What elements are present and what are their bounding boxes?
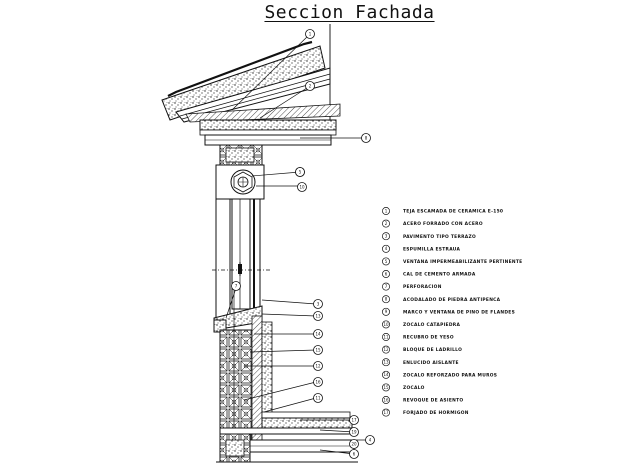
- lintel: [215, 144, 265, 200]
- callout-number: 12: [315, 364, 321, 369]
- legend-text: CAL DE CEMENTO ARMADA: [403, 272, 476, 278]
- callout-number: 15: [315, 348, 321, 353]
- legend-item: 16 REVOQUE DE ASIENTO: [382, 396, 463, 404]
- legend-item: 15 ZOCALO: [382, 383, 425, 392]
- legend-text: ZOCALO REFORZADO PARA MUROS: [403, 372, 497, 378]
- drawing-title: Seccion Fachada: [0, 2, 627, 23]
- callout-number: 17: [351, 418, 357, 423]
- legend-item: 7 PERFORACION: [382, 282, 442, 291]
- legend-text: ZOCALO CATAPIEDRA: [403, 322, 460, 328]
- callout-bubble: 11: [313, 393, 323, 403]
- legend-text: ENLUCIDO AISLANTE: [403, 360, 459, 366]
- legend-text: TEJA ESCAMADA DE CERAMICA E-150: [403, 209, 503, 215]
- legend-text: ESPUMILLA ESTRAUA: [403, 246, 460, 252]
- callout-bubble: 7: [231, 281, 241, 291]
- callout-bubble: 8: [361, 133, 371, 143]
- legend-text: BLOQUE DE LADRILLO: [403, 347, 462, 353]
- callout-number: 13: [315, 314, 321, 319]
- legend-text: ZOCALO: [403, 385, 425, 391]
- callout-number: 5: [299, 170, 302, 175]
- legend-number: 2: [385, 221, 388, 226]
- legend-number: 12: [383, 347, 389, 352]
- legend-text: ACERO FORRADO CON ACERO: [403, 221, 483, 227]
- legend-number: 7: [385, 284, 388, 289]
- legend-text: VENTANA IMPERMEABILIZANTE PERTINENTE: [403, 259, 522, 265]
- legend-number: 10: [383, 322, 389, 327]
- legend-text: RECUBRO DE YESO: [403, 335, 454, 341]
- window-frame: [212, 198, 272, 320]
- legend-number: 8: [385, 297, 388, 302]
- legend-number: 4: [385, 246, 388, 251]
- callout-bubble: 10: [297, 182, 307, 192]
- callout-number: 4: [369, 438, 372, 443]
- legend-item: 12 BLOQUE DE LADRILLO: [382, 345, 462, 354]
- callout-bubble: 2: [305, 81, 315, 91]
- callouts: 12891031314151216111719204675: [231, 29, 375, 459]
- legend-text: PAVIMENTO TIPO TERRAZO: [403, 234, 476, 240]
- legend-item: 5 VENTANA IMPERMEABILIZANTE PERTINENTE: [382, 257, 522, 266]
- leader-lines: [225, 33, 370, 455]
- legend-number: 5: [385, 259, 388, 264]
- legend-text: ACODALADO DE PIEDRA ANTIPENCA: [403, 297, 501, 303]
- legend-number: 14: [383, 372, 389, 377]
- callout-number: 11: [315, 396, 321, 401]
- callout-bubble: 14: [313, 329, 323, 339]
- legend-number: 9: [385, 309, 388, 314]
- callout-bubble: 19: [349, 427, 359, 437]
- legend-number: 17: [383, 410, 389, 415]
- callout-bubble: 17: [349, 415, 359, 425]
- callout-number: 6: [353, 452, 356, 457]
- callout-number: 10: [299, 185, 305, 190]
- callout-bubble: 4: [365, 435, 375, 445]
- legend: 1 TEJA ESCAMADA DE CERAMICA E-150 2 ACERO F…: [382, 207, 522, 417]
- legend-number: 11: [383, 334, 389, 339]
- legend-number: 16: [383, 397, 389, 402]
- legend-number: 15: [383, 385, 389, 390]
- legend-item: 4 ESPUMILLA ESTRAUA: [382, 244, 460, 253]
- callout-bubble: 15: [313, 345, 323, 355]
- legend-text: FORJADO DE HORMIGON: [403, 410, 469, 416]
- legend-item: 10 ZOCALO CATAPIEDRA: [382, 320, 460, 329]
- drawing-title-text: Seccion Fachada: [264, 2, 435, 23]
- floor-slab: [216, 411, 358, 463]
- legend-number: 6: [385, 271, 388, 276]
- callout-number: 16: [315, 380, 321, 385]
- legend-number: 3: [385, 234, 388, 239]
- callout-bubble: 13: [313, 311, 323, 321]
- legend-item: 17 FORJADO DE HORMIGON: [382, 408, 469, 417]
- legend-item: 9 MARCO Y VENTANA DE PINO DE FLANDES: [382, 307, 515, 316]
- legend-item: 3 PAVIMENTO TIPO TERRAZO: [382, 232, 476, 241]
- callout-number: 7: [235, 284, 238, 289]
- legend-item: 6 CAL DE CEMENTO ARMADA: [382, 270, 476, 278]
- callout-number: 2: [309, 84, 312, 89]
- legend-number: 13: [383, 360, 389, 365]
- callout-bubble: 6: [349, 449, 359, 459]
- legend-number: 1: [385, 208, 388, 213]
- legend-item: 8 ACODALADO DE PIEDRA ANTIPENCA: [382, 295, 501, 304]
- legend-item: 14 ZOCALO REFORZADO PARA MUROS: [382, 370, 497, 379]
- callout-bubble: 20: [349, 439, 359, 449]
- callout-number: 1: [309, 32, 312, 37]
- callout-bubble: 3: [313, 299, 323, 309]
- callout-number: 8: [365, 136, 368, 141]
- callout-number: 20: [351, 442, 357, 447]
- callout-bubble: 16: [313, 377, 323, 387]
- callout-bubble: 12: [313, 361, 323, 371]
- legend-item: 2 ACERO FORRADO CON ACERO: [382, 219, 483, 228]
- legend-text: REVOQUE DE ASIENTO: [403, 398, 463, 404]
- callout-number: 14: [315, 332, 321, 337]
- legend-item: 13 ENLUCIDO AISLANTE: [382, 358, 459, 367]
- legend-text: PERFORACION: [403, 284, 442, 290]
- roof-assembly: [161, 40, 341, 146]
- legend-text: MARCO Y VENTANA DE PINO DE FLANDES: [403, 309, 515, 315]
- legend-item: 11 RECUBRO DE YESO: [382, 333, 454, 341]
- callout-bubble: 5: [295, 167, 305, 177]
- legend-item: 1 TEJA ESCAMADA DE CERAMICA E-150: [382, 207, 503, 215]
- callout-number: 3: [317, 302, 320, 307]
- callout-bubble: 1: [305, 29, 315, 39]
- callout-number: 19: [351, 430, 357, 435]
- lower-wall: [219, 290, 273, 443]
